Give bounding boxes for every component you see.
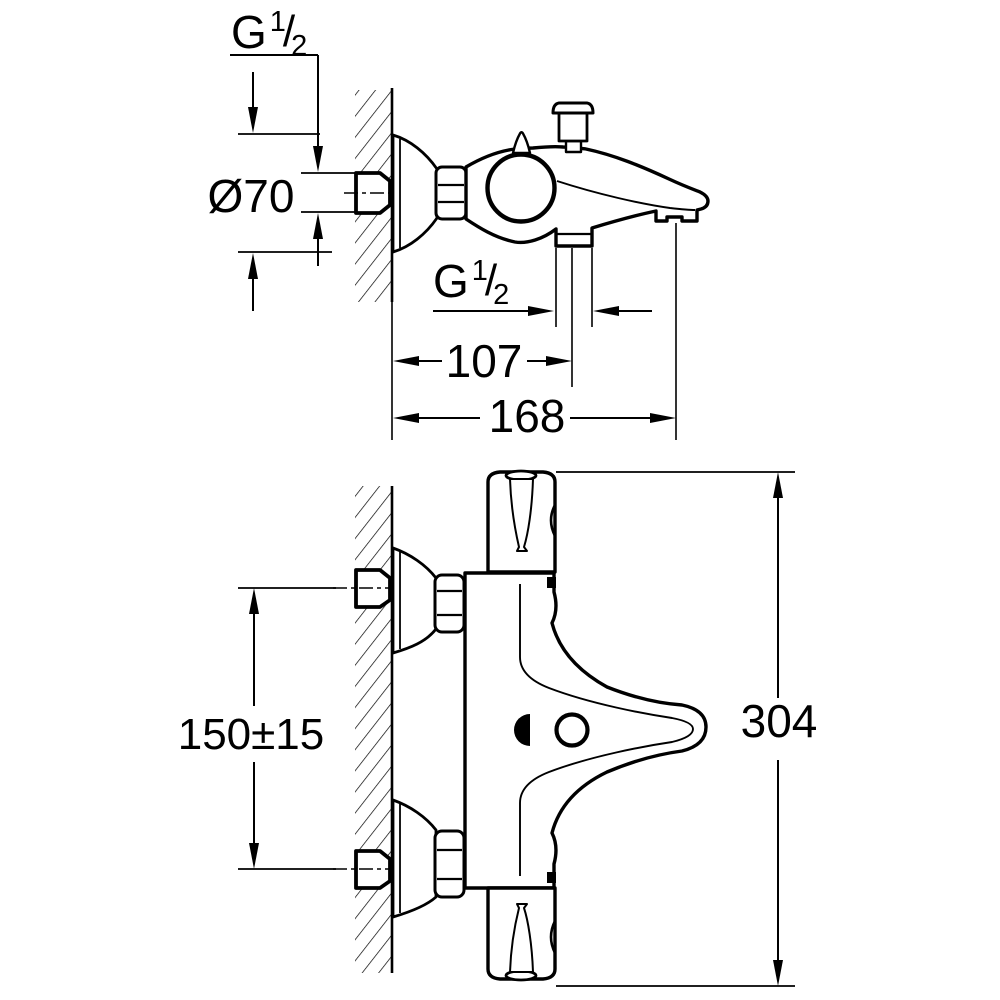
dim-107: 107 (393, 335, 572, 387)
diverter-cap (551, 101, 595, 115)
temperature-dot-marker (514, 714, 530, 746)
label-168: 168 (489, 390, 566, 442)
temperature-marker-fin (511, 131, 532, 155)
label-304: 304 (741, 695, 818, 747)
button-ring (554, 712, 590, 748)
label-107: 107 (446, 335, 523, 387)
spout-contour-front (519, 584, 694, 876)
diverter-neck (557, 111, 589, 143)
top-knob-side-groove (549, 504, 557, 537)
bottom-knob-side-groove (549, 920, 557, 954)
union-nut-top (433, 573, 466, 634)
top-knob-grip-flute (509, 478, 534, 552)
dim-304: 304 (556, 471, 818, 987)
bottom-knob-grip-flute (509, 903, 534, 973)
spout-contour-line (556, 180, 696, 211)
dim-168: 168 (393, 390, 676, 442)
union-nut-side (434, 165, 468, 221)
dim-150: 150±15 (178, 587, 336, 870)
escutcheon-bottom (391, 798, 438, 919)
label-escutcheon-diameter: Ø70 (208, 170, 295, 222)
wall-hatch-front (355, 486, 392, 973)
index-mark-top (547, 577, 556, 588)
index-mark-bottom (547, 872, 556, 883)
handle-knob-side (485, 152, 557, 224)
front-view: 150±15 304 (178, 469, 818, 987)
label-150: 150±15 (178, 710, 325, 759)
diverter-stem (564, 139, 583, 154)
union-nut-bottom (433, 829, 466, 899)
